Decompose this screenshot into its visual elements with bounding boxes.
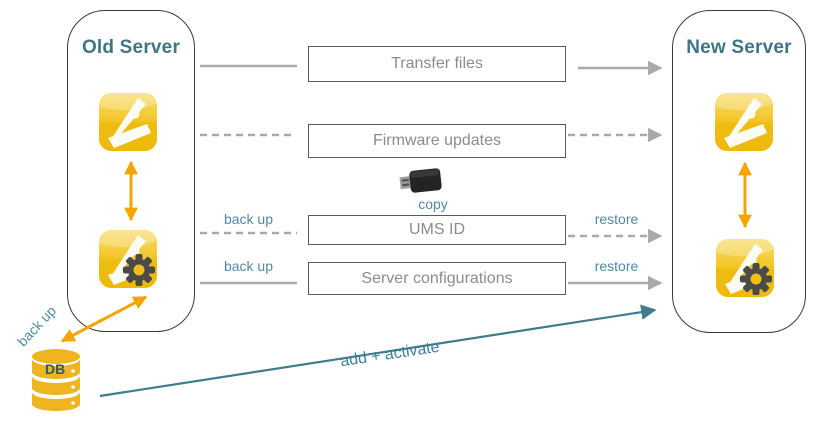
- backup-label-ums: back up: [223, 211, 274, 227]
- server-configurations-label: Server configurations: [361, 269, 513, 287]
- flow-box-transfer-files: Transfer files: [308, 46, 566, 82]
- db-label: DB: [45, 361, 65, 377]
- restore-label-ums: restore: [594, 211, 639, 227]
- add-activate-label: add + activate: [339, 338, 441, 371]
- restore-label-config: restore: [594, 258, 639, 274]
- flow-box-ums-id: UMS ID: [308, 215, 566, 245]
- database-icon: DB: [32, 349, 80, 411]
- igel-ums-app-icon-old: [99, 93, 157, 151]
- old-server-title: Old Server: [81, 37, 181, 58]
- flow-box-server-configurations: Server configurations: [308, 262, 566, 295]
- backup-label-config: back up: [223, 258, 274, 274]
- usb-stick-icon: [399, 168, 442, 193]
- flow-box-firmware-updates: Firmware updates: [308, 124, 566, 158]
- new-server-title: New Server: [686, 37, 792, 58]
- igel-ums-config-icon-old: [99, 230, 157, 288]
- copy-label: copy: [418, 196, 448, 212]
- db-backup-label: back up: [13, 302, 60, 350]
- transfer-files-label: Transfer files: [391, 55, 483, 72]
- igel-ums-app-icon-new: [715, 93, 773, 151]
- firmware-updates-label: Firmware updates: [372, 132, 502, 149]
- ums-id-label: UMS ID: [409, 221, 465, 238]
- igel-ums-config-icon-new: [716, 239, 774, 297]
